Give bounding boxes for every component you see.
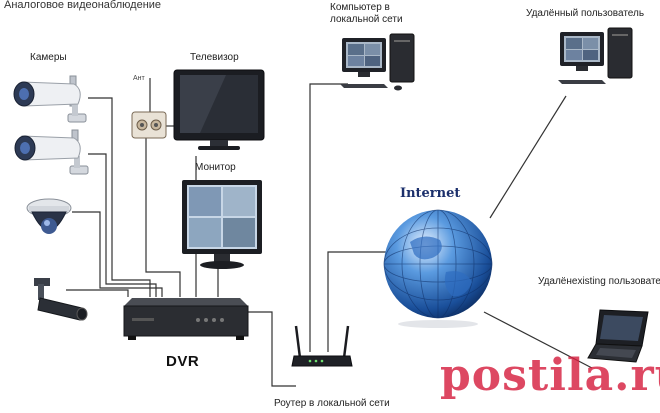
wire-camera-1 xyxy=(88,97,151,297)
bullet-camera-icon xyxy=(14,129,89,175)
antenna-label: Ант xyxy=(133,75,145,82)
globe-icon xyxy=(383,209,493,328)
wire-router-internet xyxy=(327,251,392,352)
internet-label: Internet xyxy=(400,186,461,201)
wire-camera-4 xyxy=(66,289,129,297)
tv-icon xyxy=(173,69,265,150)
wire-splitter-dvr xyxy=(145,136,181,297)
watermark-text: postila.ru xyxy=(440,350,660,401)
page-title: Аналоговое видеонаблюдение xyxy=(4,0,162,11)
desktop-pc-icon xyxy=(558,27,633,84)
desktop-pc-icon xyxy=(340,33,415,91)
dvr-label: DVR xyxy=(166,353,200,370)
wire-internet-remote-pc xyxy=(489,95,567,219)
cameras-label: Камеры xyxy=(30,52,67,63)
monitor-label: Монитор xyxy=(195,162,236,173)
bullet-camera-icon xyxy=(13,75,87,123)
dome-camera-icon xyxy=(26,198,72,234)
laptop-icon xyxy=(587,309,649,363)
tv-label: Телевизор xyxy=(190,52,239,63)
remote-user-top-label: Удалённый пользователь xyxy=(526,8,645,19)
local-pc-label-line1: Компьютер в xyxy=(330,2,390,13)
wire-camera-3 xyxy=(72,211,163,297)
antenna-splitter-icon xyxy=(131,111,167,139)
bullet-camera-icon xyxy=(34,278,88,321)
remote-user-laptop-label: Удалёнexisting пользователь xyxy=(538,276,660,287)
wire-router-local-pc xyxy=(309,83,348,352)
wire-internet-laptop xyxy=(483,311,593,369)
local-pc-label-line2: локальной сети xyxy=(330,14,403,25)
monitor-icon xyxy=(182,180,262,269)
router-label: Роутер в локальной сети xyxy=(274,398,390,409)
wire-dvr-router xyxy=(246,311,296,387)
dvr-icon xyxy=(123,298,249,340)
router-icon xyxy=(291,325,353,367)
